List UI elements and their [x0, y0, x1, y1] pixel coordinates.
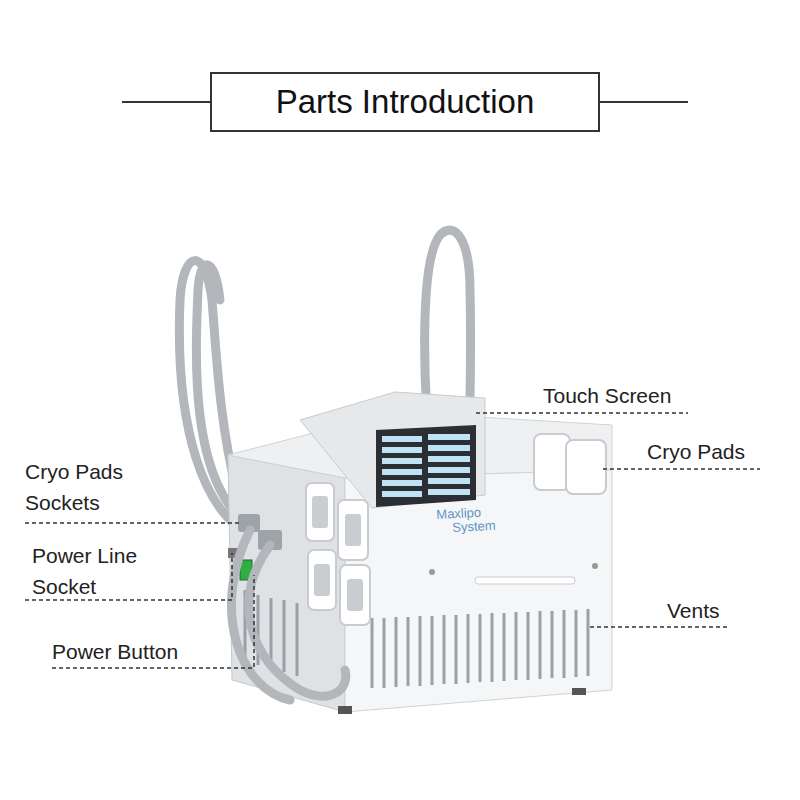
cryo-pads: [534, 434, 606, 494]
pad-plate: [312, 496, 363, 611]
title-rule: [122, 101, 210, 103]
part-label: Power Button: [52, 636, 178, 667]
part-label: Touch Screen: [543, 380, 671, 411]
brand-text: System: [452, 519, 496, 535]
part-label: Cryo Pads: [647, 436, 745, 467]
slot: [475, 577, 575, 584]
touch-screen: [376, 425, 476, 507]
part-label: Cryo Pads Sockets: [25, 456, 160, 518]
part-label: Vents: [667, 595, 720, 626]
title-box: Parts Introduction: [210, 72, 600, 132]
title-rule: [600, 101, 688, 103]
screw: [429, 569, 435, 575]
vents: [245, 590, 588, 688]
hose: [231, 530, 345, 700]
title: Parts Introduction: [276, 83, 535, 121]
cryo-pads: [306, 483, 370, 625]
leader-line: [25, 413, 760, 668]
screw: [592, 563, 598, 569]
foot: [338, 706, 352, 714]
screen-cells: [382, 434, 470, 497]
foot: [572, 688, 586, 695]
housing-side: [228, 455, 345, 712]
part-label: Power Line Socket: [32, 540, 162, 602]
